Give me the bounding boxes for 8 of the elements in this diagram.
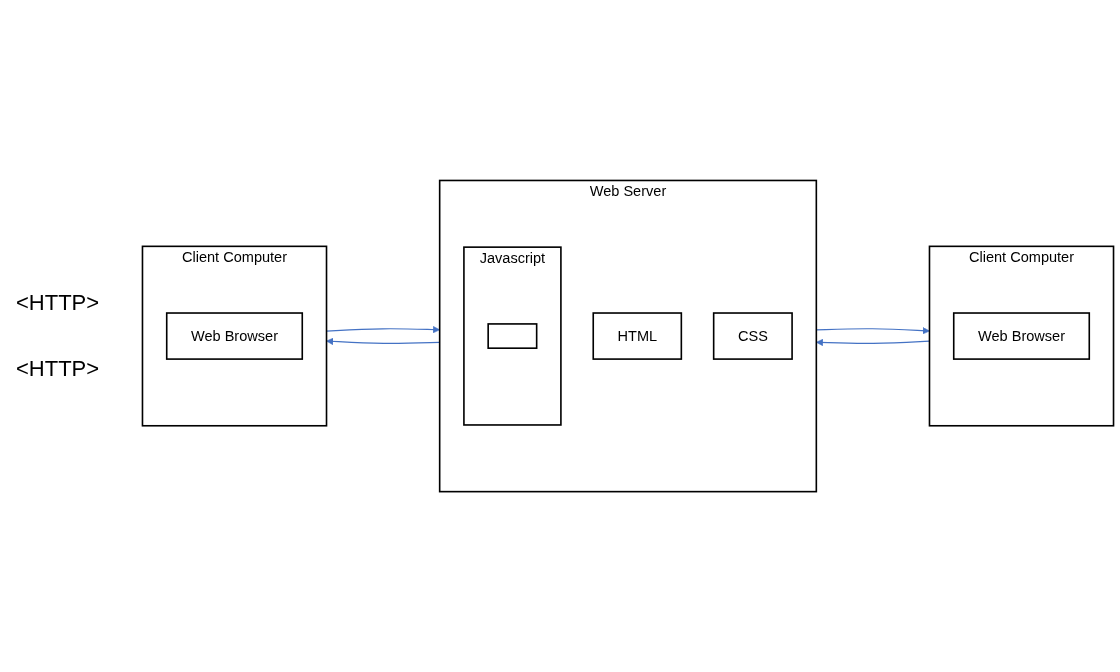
protocol-label: <HTTP> [16, 290, 101, 316]
cluster: Javascript [463, 246, 562, 426]
node-box: Web Browser [165, 312, 304, 360]
node-box: CSS [712, 312, 793, 360]
node-box: HTML [592, 312, 683, 360]
node-box [487, 323, 538, 349]
node-box: Web Browser [952, 312, 1091, 360]
protocol-label: <HTTP> [16, 356, 101, 382]
